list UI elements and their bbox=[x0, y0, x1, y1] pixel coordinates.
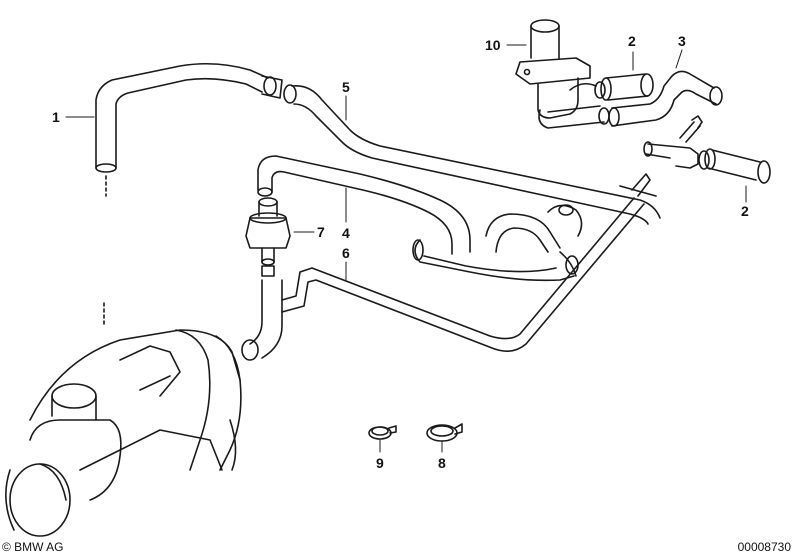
callout-6: 6 bbox=[342, 245, 350, 261]
callout-5: 5 bbox=[342, 79, 350, 95]
callout-1: 1 bbox=[52, 109, 60, 125]
pipe-part-6 bbox=[241, 173, 651, 361]
copyright-text: © BMW AG bbox=[2, 540, 64, 554]
callout-2-top: 2 bbox=[628, 33, 636, 49]
drawing-number: 00008730 bbox=[737, 540, 791, 554]
callout-4: 4 bbox=[342, 225, 350, 241]
hose-part-5 bbox=[283, 84, 661, 225]
valve-part-10 bbox=[515, 19, 610, 129]
callout-2-right: 2 bbox=[741, 203, 749, 219]
hose-part-4 bbox=[257, 155, 657, 282]
clip-part-9 bbox=[368, 425, 397, 440]
hose-part-3 bbox=[608, 70, 723, 127]
hose-part-2-right bbox=[704, 148, 771, 184]
hose-part-2-top bbox=[600, 73, 654, 101]
pump-assembly bbox=[5, 299, 242, 537]
clip-part-8 bbox=[426, 423, 463, 442]
hose-part-1 bbox=[95, 62, 283, 197]
leader-lines bbox=[65, 44, 747, 453]
callout-10: 10 bbox=[485, 37, 501, 53]
tee-connector bbox=[643, 115, 710, 170]
filter-part-7 bbox=[245, 197, 291, 266]
callout-3: 3 bbox=[678, 33, 686, 49]
callout-9: 9 bbox=[376, 455, 384, 471]
callout-7: 7 bbox=[317, 224, 325, 240]
callout-8: 8 bbox=[438, 455, 446, 471]
